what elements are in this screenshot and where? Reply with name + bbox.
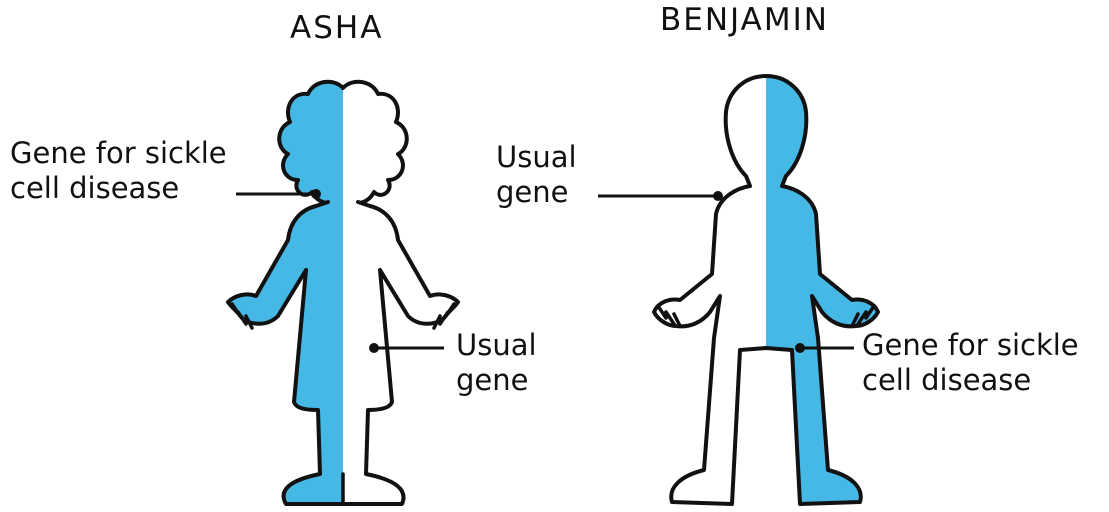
asha-sickle-half — [200, 60, 343, 512]
label-line: cell disease — [10, 171, 227, 206]
benjamin-figure — [620, 60, 906, 512]
label-line: gene — [456, 363, 537, 398]
benjamin-usual-half — [620, 60, 766, 512]
benjamin-left-pointer — [598, 191, 723, 201]
label-line: cell disease — [862, 363, 1079, 398]
asha-usual-gene-label: Usual gene — [456, 328, 537, 398]
label-line: Gene for sickle — [10, 136, 227, 171]
benjamin-sickle-gene-label: Gene for sickle cell disease — [862, 328, 1079, 398]
label-line: gene — [496, 175, 577, 210]
label-line: Usual — [496, 140, 577, 175]
asha-name: ASHA — [290, 10, 383, 46]
label-line: Usual — [456, 328, 537, 363]
asha-sickle-gene-label: Gene for sickle cell disease — [10, 136, 227, 206]
benjamin-usual-gene-label: Usual gene — [496, 140, 577, 210]
asha-figure — [200, 60, 503, 512]
benjamin-name: BENJAMIN — [660, 2, 829, 38]
label-line: Gene for sickle — [862, 328, 1079, 363]
